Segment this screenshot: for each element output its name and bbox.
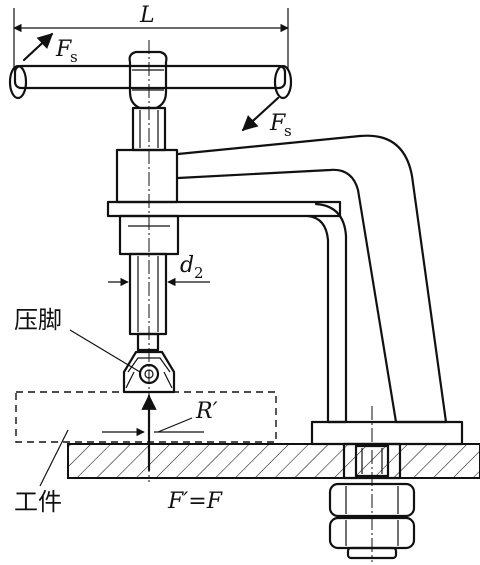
dimension-length — [13, 8, 289, 70]
label-workpiece: 工件 — [14, 488, 62, 516]
label-equation: F′=F — [167, 489, 223, 514]
label-force-left-sub: s — [70, 48, 78, 66]
label-diameter-sub: 2 — [194, 264, 204, 282]
workpiece-leader — [39, 429, 69, 487]
t-handle — [8, 50, 293, 110]
base-table — [67, 443, 480, 479]
force-arrow-left — [22, 32, 54, 62]
label-diameter: d — [180, 253, 194, 278]
label-force-right: F — [269, 111, 286, 136]
clamp-frame — [106, 134, 464, 446]
label-length: L — [139, 3, 155, 28]
label-force-left: F — [55, 37, 72, 62]
workpiece — [15, 391, 277, 443]
label-radius: R′ — [195, 399, 218, 424]
pressure-foot-leader — [69, 329, 141, 373]
force-arrow-right — [241, 96, 280, 132]
label-force-right-sub: s — [284, 122, 292, 140]
dimension-radius — [102, 417, 204, 437]
label-pressure-foot: 压脚 — [14, 306, 62, 334]
